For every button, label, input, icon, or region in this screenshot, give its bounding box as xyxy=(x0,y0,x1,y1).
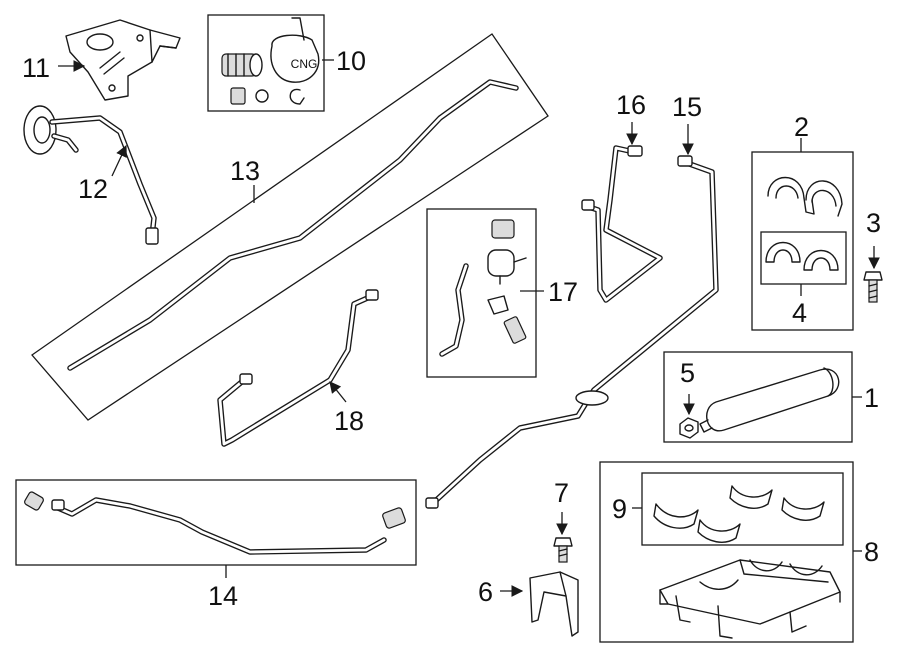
part-13-fuel-line xyxy=(67,79,519,371)
callout-12: 12 xyxy=(78,174,108,204)
part-8-tank-cradle xyxy=(659,559,841,639)
callout-11: 11 xyxy=(22,53,50,83)
callout-16: 16 xyxy=(616,90,646,120)
part-11-mounting-bracket xyxy=(65,19,181,101)
box-14 xyxy=(15,479,417,566)
part-15-fuel-line xyxy=(425,155,719,509)
part-3-bolt xyxy=(863,271,883,303)
box-13 xyxy=(31,33,549,421)
part-12-fuel-line-with-grommet xyxy=(23,105,159,245)
callout-18: 18 xyxy=(334,406,364,436)
callout-1: 1 xyxy=(864,383,879,413)
part-10-fill-receptacle xyxy=(221,17,320,105)
callout-4: 4 xyxy=(792,298,807,328)
part-1-fuel-tank xyxy=(699,367,840,433)
callout-2: 2 xyxy=(794,112,809,142)
part-9-cradle-pads xyxy=(653,485,825,543)
part-18-formed-line xyxy=(217,289,379,447)
part-5-nut xyxy=(679,417,699,439)
callout-15: 15 xyxy=(672,92,702,122)
callout-7: 7 xyxy=(554,478,569,508)
part-2-tank-straps xyxy=(767,176,843,217)
callout-5: 5 xyxy=(680,358,695,388)
part-17-valve-kit xyxy=(439,219,527,357)
box-4 xyxy=(760,231,847,285)
box-17 xyxy=(426,208,537,378)
part-7-bolt xyxy=(553,537,573,563)
part-14-fuel-line xyxy=(24,491,406,555)
callout-14: 14 xyxy=(208,581,238,611)
box-10 xyxy=(207,14,325,112)
callout-10: 10 xyxy=(336,46,366,76)
callout-17: 17 xyxy=(548,277,578,307)
callout-3: 3 xyxy=(866,208,881,238)
callout-8: 8 xyxy=(864,537,879,567)
callout-13: 13 xyxy=(230,156,260,186)
leader-18 xyxy=(329,381,347,403)
part-16-bent-line xyxy=(581,145,663,303)
cng-label: CNG xyxy=(291,57,318,71)
callout-6: 6 xyxy=(478,577,493,607)
box-8 xyxy=(599,461,854,643)
leader-12 xyxy=(111,144,127,177)
callout-9: 9 xyxy=(612,494,627,524)
part-6-bracket xyxy=(529,571,579,637)
box-9 xyxy=(641,472,844,546)
box-2 xyxy=(751,151,854,331)
part-4-strap-insulators xyxy=(765,241,839,271)
